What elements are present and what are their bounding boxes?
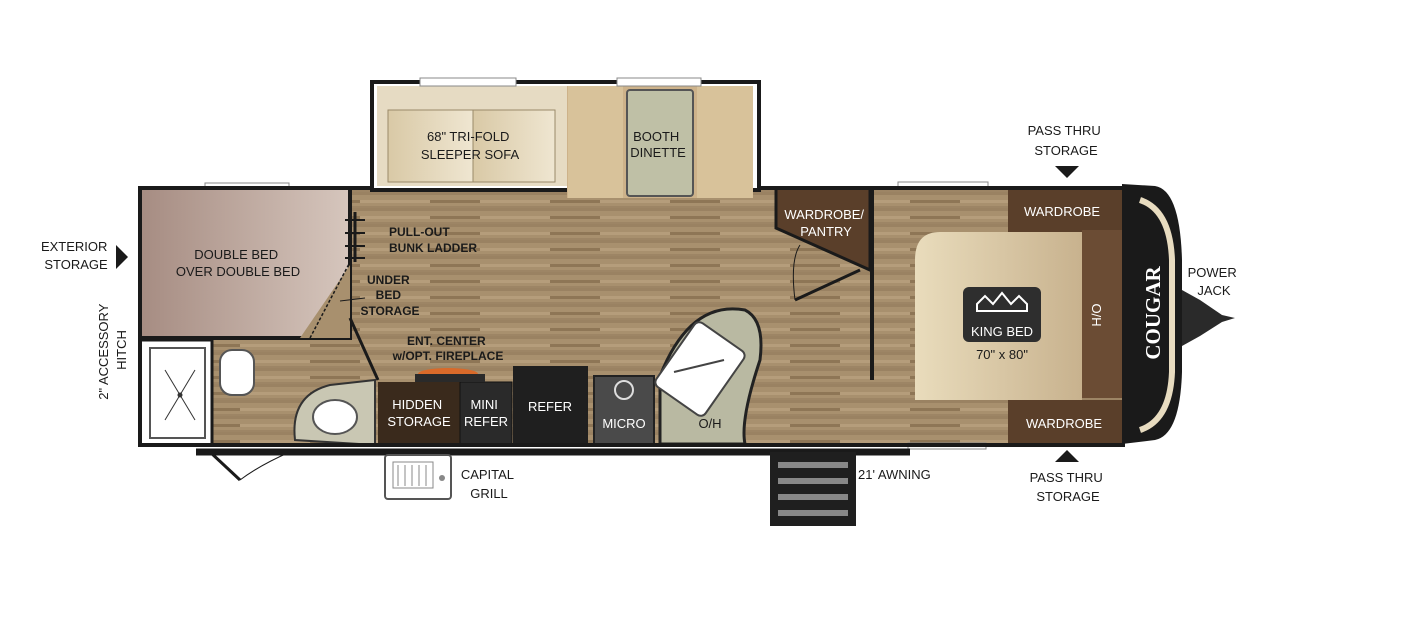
kitchen: [378, 307, 763, 446]
bunk-ladder: [345, 212, 365, 262]
pass-thru-top-label: PASS THRU STORAGE: [1028, 123, 1105, 158]
sofa-label: 68" TRI-FOLD SLEEPER SOFA: [421, 129, 520, 162]
capital-grill-label: CAPITAL GRILL: [461, 467, 517, 501]
pass-thru-top-line-1: PASS THRU: [1028, 123, 1101, 138]
front-cap: [1122, 184, 1235, 444]
toilet-icon: [219, 349, 255, 396]
hidden-storage-line-1: HIDDEN: [392, 397, 442, 412]
accessory-hitch-label: 2" ACCESSORY HITCH: [96, 300, 129, 400]
capital-grill-line-1: CAPITAL: [461, 467, 514, 482]
crown-icon: [976, 291, 1028, 312]
ent-center-label: ENT. CENTER w/OPT. FIREPLACE: [392, 334, 504, 363]
accessory-hitch-line-2: HITCH: [114, 330, 129, 370]
shower-drain-icon: [164, 369, 196, 421]
under-bed-line-2: BED: [376, 288, 402, 302]
king-size-label: 70" x 80": [976, 347, 1028, 362]
capital-grill-line-2: GRILL: [470, 486, 508, 501]
pass-thru-bottom-arrow-icon: [1055, 450, 1079, 462]
pass-thru-bottom-line-2: STORAGE: [1036, 489, 1100, 504]
under-bed-line-3: STORAGE: [360, 304, 419, 318]
pass-thru-bottom-line-1: PASS THRU: [1030, 470, 1103, 485]
mini-refer-line-1: MINI: [470, 397, 497, 412]
power-jack-line-1: POWER: [1188, 265, 1237, 280]
power-jack-line-2: JACK: [1197, 283, 1231, 298]
bunks-line-1: DOUBLE BED: [194, 247, 278, 262]
pass-thru-top-arrow-icon: [1055, 166, 1079, 178]
exterior-storage-label: EXTERIOR STORAGE: [41, 239, 111, 272]
wardrobe-pantry-line-1: WARDROBE/: [784, 207, 864, 222]
king-bed-badge: [963, 287, 1041, 342]
ent-center-line-2: w/OPT. FIREPLACE: [392, 349, 504, 363]
bunk-room: [138, 182, 365, 340]
exterior-storage-line-1: EXTERIOR: [41, 239, 107, 254]
dinette-label: BOOTH DINETTE: [630, 129, 686, 160]
power-jack-label: POWER JACK: [1188, 265, 1241, 298]
pass-thru-top-line-2: STORAGE: [1034, 143, 1098, 158]
entry-door: [208, 450, 291, 482]
master-bedroom: [897, 181, 1125, 450]
wardrobe-pantry-line-2: PANTRY: [800, 224, 852, 239]
bunks-line-2: OVER DOUBLE BED: [176, 264, 300, 279]
pass-thru-bottom-label: PASS THRU STORAGE: [1030, 470, 1107, 504]
king-bed-label: KING BED: [971, 324, 1033, 339]
under-bed-label: UNDER BED STORAGE: [360, 273, 419, 318]
brand-logo: COUGAR: [1141, 266, 1165, 360]
mini-refer-label: MINI REFER: [464, 397, 508, 429]
hidden-storage-label: HIDDEN STORAGE: [387, 397, 451, 429]
entry-steps: [770, 452, 856, 526]
exterior-storage-line-2: STORAGE: [44, 257, 108, 272]
bunk-ladder-line-2: BUNK LADDER: [389, 241, 477, 255]
dinette-line-1: BOOTH: [633, 129, 679, 144]
dinette-line-2: DINETTE: [630, 145, 686, 160]
sink-icon: [312, 399, 358, 435]
mini-refer-line-2: REFER: [464, 414, 508, 429]
under-bed-line-1: UNDER: [367, 273, 410, 287]
sofa-line-1: 68" TRI-FOLD: [427, 129, 509, 144]
hidden-storage-line-2: STORAGE: [387, 414, 451, 429]
sofa-line-2: SLEEPER SOFA: [421, 147, 520, 162]
bathroom: [138, 317, 380, 447]
bunk-ladder-line-1: PULL-OUT: [389, 225, 450, 239]
oh-label: O/H: [698, 416, 721, 431]
bunk-ladder-label: PULL-OUT BUNK LADDER: [389, 225, 477, 255]
wardrobe-pantry: [774, 186, 874, 380]
accessory-hitch-line-1: 2" ACCESSORY: [96, 303, 111, 399]
wardrobe-bottom-label: WARDROBE: [1026, 416, 1102, 431]
bunks-label: DOUBLE BED OVER DOUBLE BED: [176, 247, 300, 279]
kitchen-sink-icon: [654, 321, 746, 417]
wardrobe-top-label: WARDROBE: [1024, 204, 1100, 219]
ent-center-line-1: ENT. CENTER: [407, 334, 486, 348]
under-bed-leader: [339, 297, 366, 302]
exterior-storage-arrow-icon: [116, 245, 128, 269]
ho-label: H/O: [1089, 303, 1104, 326]
refer-label: REFER: [528, 399, 572, 414]
slide-out: [370, 77, 761, 198]
stove-burner-icon: [614, 380, 634, 400]
micro-label: MICRO: [602, 416, 645, 431]
wardrobe-pantry-label: WARDROBE/ PANTRY: [784, 207, 867, 239]
capital-grill: [384, 454, 452, 500]
awning-label: 21' AWNING: [858, 467, 931, 482]
